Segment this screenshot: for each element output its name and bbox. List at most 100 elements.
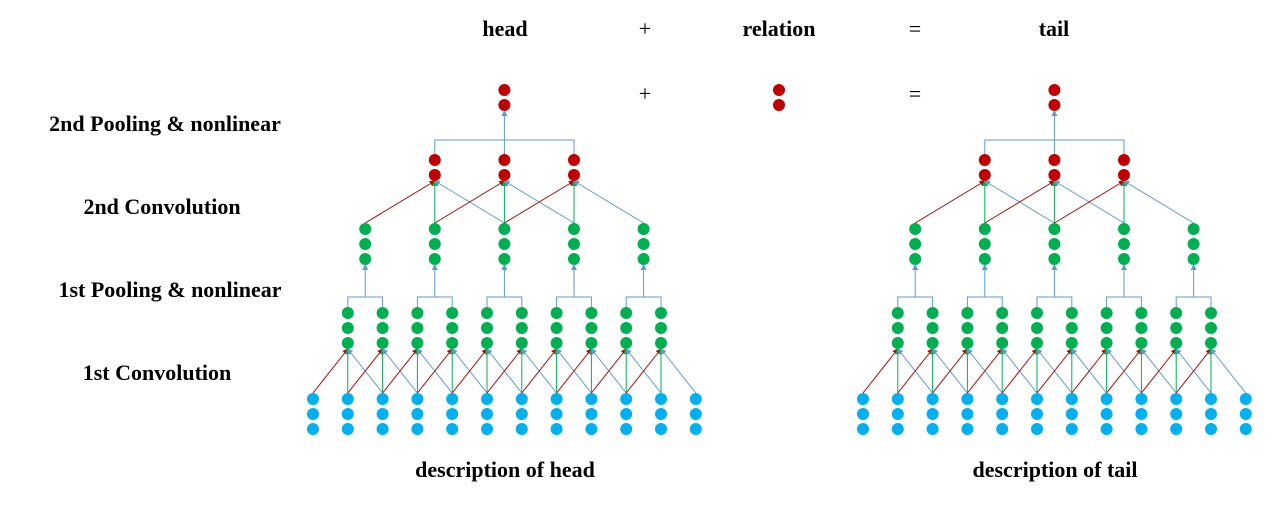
head-pool1-node xyxy=(637,238,650,250)
tail-pool1-bracket xyxy=(1106,296,1142,307)
head-edge-in-conv1 xyxy=(382,348,419,394)
tail-conv1-node xyxy=(961,337,974,349)
head-edge-in-conv1 xyxy=(451,348,488,394)
head-pool1-bracket xyxy=(416,296,453,307)
head-edge-in-conv1 xyxy=(660,348,697,394)
head-input-node xyxy=(481,393,493,405)
head-conv1-node xyxy=(341,337,354,349)
head-conv2-node xyxy=(498,154,511,166)
head-input-node xyxy=(376,408,389,420)
head-edge-in-conv1 xyxy=(347,348,384,394)
head-edge-in-conv1 xyxy=(591,348,627,394)
head-conv2-node xyxy=(428,169,441,181)
head-edge-in-conv1 xyxy=(556,348,593,394)
tail-input-node xyxy=(891,393,904,405)
head-pool1-node xyxy=(428,223,441,235)
head-encoder-network xyxy=(307,84,702,435)
tail-conv1-node xyxy=(1100,337,1113,349)
tail-pool1-node xyxy=(978,253,991,265)
head-input-node xyxy=(585,408,598,420)
head-pool1-node xyxy=(568,253,580,265)
relation-vector xyxy=(773,84,785,111)
tail-conv1-node xyxy=(1031,322,1043,334)
head-pool1-bracket xyxy=(625,296,662,307)
head-input-node xyxy=(446,423,459,435)
head-conv2-node xyxy=(568,169,580,181)
tail-input-node xyxy=(1135,408,1148,420)
tail-conv1-node xyxy=(961,322,974,334)
head-conv1-node xyxy=(446,307,459,319)
head-conv1-node xyxy=(376,337,389,349)
tail-pool1-node xyxy=(1048,238,1061,250)
tail-pool1-node xyxy=(978,238,991,250)
tail-edge-pool1-conv2 xyxy=(1054,180,1125,224)
tail-input-node xyxy=(857,408,869,420)
tail-pool1-node xyxy=(1118,253,1130,265)
tail-input-node xyxy=(926,423,939,435)
tail-pool1-node xyxy=(909,253,922,265)
tail-input-node xyxy=(1170,423,1183,435)
head-input-node xyxy=(585,393,598,405)
head-conv2-node xyxy=(498,169,511,181)
tail-input-node xyxy=(1031,408,1043,420)
tail-input-node xyxy=(1031,393,1043,405)
head-conv1-node xyxy=(620,307,633,319)
head-pool1-bracket xyxy=(486,296,523,307)
tail-edge-pool1-conv2 xyxy=(1123,180,1194,224)
head-conv1-node xyxy=(585,337,598,349)
head-conv1-node xyxy=(550,307,563,319)
head-conv1-node xyxy=(655,322,667,334)
tail-conv1-node xyxy=(1205,322,1217,334)
tail-edge-pool1-conv2 xyxy=(914,180,986,224)
tail-pool1-bracket xyxy=(966,296,1003,307)
head-conv1-node xyxy=(376,322,389,334)
relation-vector-node xyxy=(773,99,785,111)
tail-input-node xyxy=(996,393,1009,405)
head-input-node xyxy=(446,408,459,420)
head-input-node xyxy=(585,423,598,435)
head-input-node xyxy=(655,423,667,435)
tail-input-node xyxy=(891,423,904,435)
head-input-node xyxy=(515,408,528,420)
label-2nd-pooling: 2nd Pooling & nonlinear xyxy=(49,111,281,136)
head-conv1-node xyxy=(655,337,667,349)
head-pool1-node xyxy=(637,223,650,235)
head-conv1-node xyxy=(481,307,493,319)
head-conv1-node xyxy=(620,337,633,349)
head-input-node xyxy=(446,393,459,405)
head-conv1-node xyxy=(585,307,598,319)
head-input-node xyxy=(655,408,667,420)
tail-conv1-node xyxy=(926,322,939,334)
head-input-node xyxy=(341,423,354,435)
tail-output-node xyxy=(1048,99,1061,111)
head-conv1-node xyxy=(515,322,528,334)
tail-conv1-node xyxy=(1031,307,1043,319)
vector-equals-sign: = xyxy=(909,81,921,106)
tail-pool1-node xyxy=(1118,238,1130,250)
tail-pool1-node xyxy=(909,238,922,250)
vector-plus-sign: + xyxy=(639,81,651,106)
head-conv1-node xyxy=(411,307,424,319)
tail-edge-in-conv1 xyxy=(1141,348,1177,394)
head-output-node xyxy=(498,99,511,111)
tail-encoder-network xyxy=(857,84,1252,435)
tail-pool1-node xyxy=(1187,253,1200,265)
head-input-node xyxy=(411,393,424,405)
head-edge-in-conv1 xyxy=(521,348,558,394)
tail-input-node xyxy=(1100,408,1113,420)
head-input-node xyxy=(655,393,667,405)
head-input-node xyxy=(620,408,633,420)
head-input-node xyxy=(550,393,563,405)
tail-conv2-node xyxy=(1048,169,1061,181)
tail-conv1-node xyxy=(1205,337,1217,349)
head-conv1-node xyxy=(550,322,563,334)
tail-conv1-node xyxy=(926,337,939,349)
tail-edge-in-conv1 xyxy=(1106,348,1143,394)
tail-conv1-node xyxy=(1205,307,1217,319)
equation-head-label: head xyxy=(482,16,527,41)
tail-input-node xyxy=(961,393,974,405)
equation-relation-label: relation xyxy=(743,16,816,41)
tail-input-node xyxy=(1100,423,1113,435)
tail-input-node xyxy=(1100,393,1113,405)
head-edge-in-conv1 xyxy=(486,348,523,394)
